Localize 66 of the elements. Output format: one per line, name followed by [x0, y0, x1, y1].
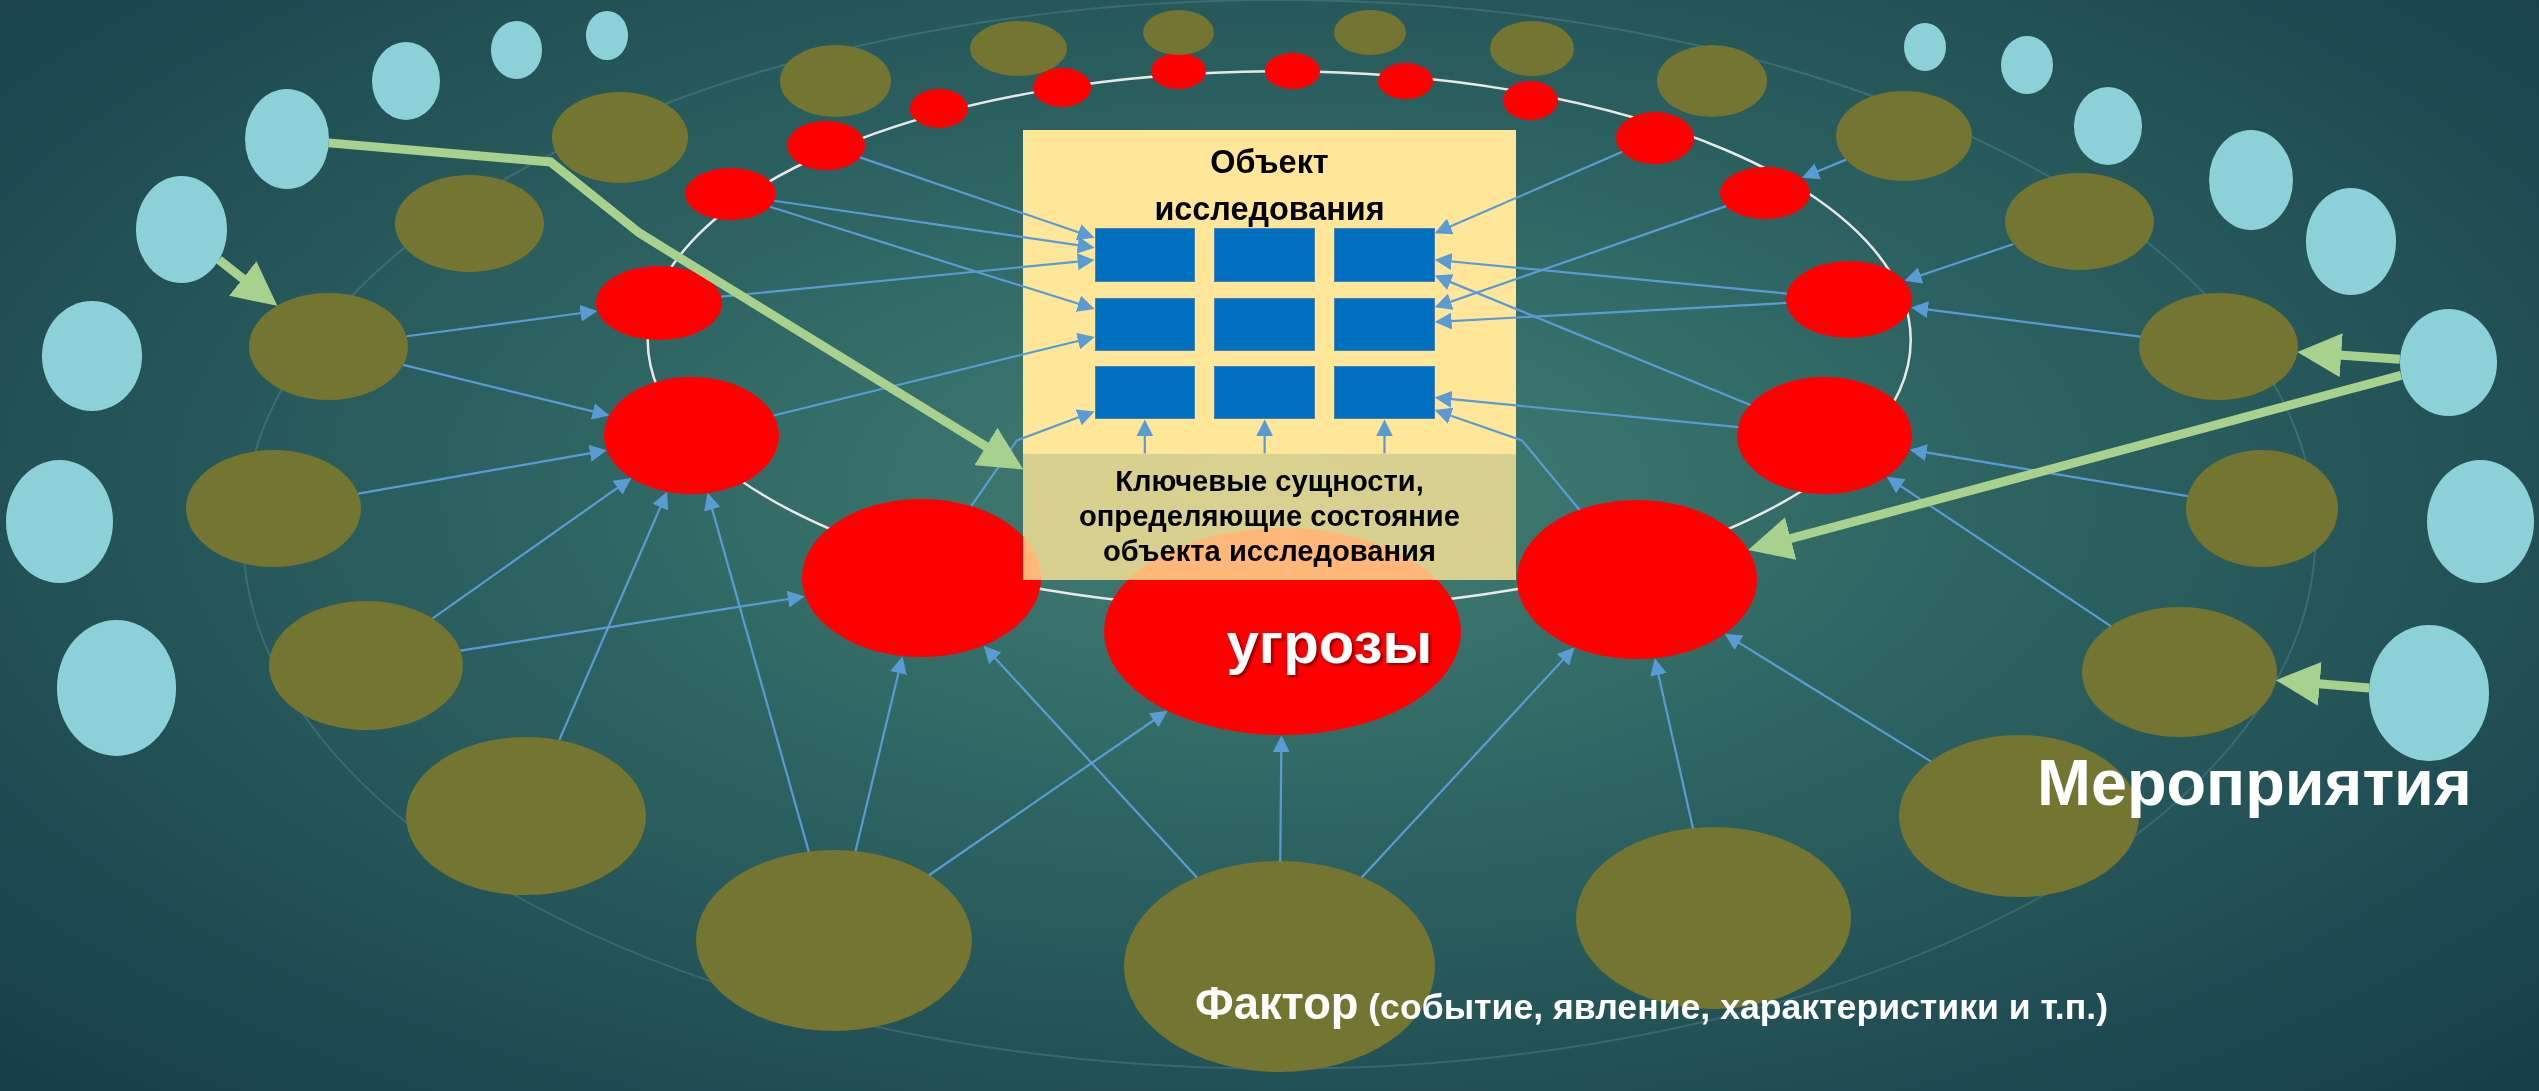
- arrow: [1886, 476, 2112, 628]
- arrow: [721, 253, 1095, 298]
- caption-text: (событие, явление, характеристики и т.п.): [1368, 987, 2108, 1029]
- threat-ellipse: [1616, 111, 1694, 164]
- threat-ellipse: [684, 168, 776, 221]
- arrow: [1434, 150, 1623, 235]
- entity-band: [1023, 453, 1516, 580]
- arrow: [2275, 661, 2370, 706]
- threat-label: угрозы: [1226, 608, 1433, 677]
- threat-ellipse: [1502, 80, 1558, 120]
- threat-ellipse: [1378, 63, 1434, 99]
- arrow: [1904, 243, 2014, 284]
- entity-block: [1214, 297, 1315, 352]
- arrow: [704, 492, 810, 852]
- entity-block: [1094, 228, 1195, 282]
- arrow: [1272, 735, 1290, 862]
- arrow: [1256, 419, 1274, 454]
- threat-ellipse: [1264, 53, 1320, 90]
- arrow: [406, 304, 598, 338]
- arrow: [216, 256, 278, 306]
- entity-block: [1214, 228, 1315, 282]
- caption-text: Мероприятия: [2037, 744, 2472, 820]
- arrow: [2297, 333, 2401, 378]
- threat-ellipse: [910, 89, 969, 128]
- arrow: [1434, 253, 1787, 295]
- arrow: [859, 156, 1095, 241]
- threat-ellipse: [1033, 68, 1092, 107]
- threat-ellipse: [786, 121, 865, 170]
- arrow: [1434, 205, 1727, 310]
- arrow: [928, 710, 1168, 877]
- arrow: [1434, 301, 1787, 330]
- entity-block: [1094, 297, 1195, 352]
- entity-block: [1214, 365, 1315, 420]
- arrow: [1434, 274, 1751, 407]
- arrow: [1911, 301, 2141, 338]
- band-text: Ключевые сущности, определяющие состояние объекта исследования: [1078, 464, 1461, 569]
- panel-title: Объект исследования: [1153, 143, 1386, 230]
- arrow: [1434, 407, 1581, 511]
- measure-circle: [586, 11, 629, 60]
- arrow: [1724, 633, 1932, 763]
- arrow: [460, 590, 805, 652]
- arrow: [1434, 390, 1739, 429]
- arrow: [1650, 658, 1695, 829]
- entity-block: [1334, 297, 1435, 352]
- arrow: [1136, 419, 1154, 454]
- arrow: [1360, 647, 1575, 879]
- entity-block: [1094, 365, 1195, 420]
- arrow: [774, 199, 1095, 254]
- arrow: [1909, 444, 2188, 498]
- arrow: [403, 363, 610, 420]
- arrow: [773, 332, 1095, 417]
- arrow: [1375, 419, 1393, 454]
- arrow: [769, 205, 1095, 312]
- threat-ellipse: [1151, 53, 1207, 90]
- object-panel: [1023, 129, 1516, 580]
- arrow: [358, 444, 607, 495]
- arrow: [983, 645, 1198, 879]
- entity-block: [1334, 228, 1435, 282]
- arrow: [328, 138, 1024, 470]
- arrow: [1748, 371, 2403, 560]
- arrow: [854, 656, 907, 852]
- arrow: [558, 491, 669, 741]
- caption-text: Фактор: [1195, 978, 1359, 1031]
- arrow: [1801, 158, 1847, 180]
- arrow: [432, 478, 632, 620]
- entity-block: [1334, 365, 1435, 420]
